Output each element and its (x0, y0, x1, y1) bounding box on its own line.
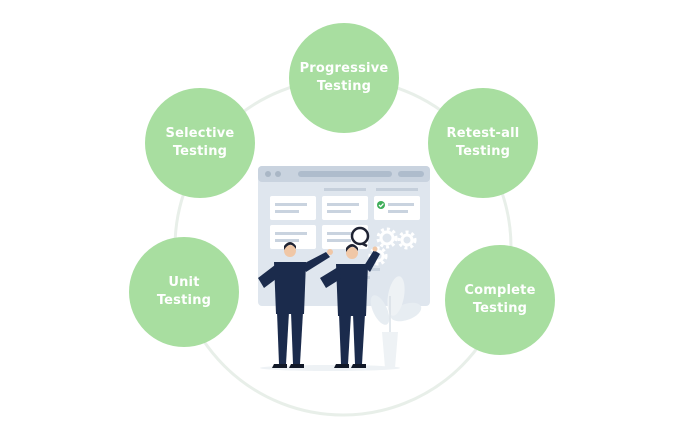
content-card (322, 196, 368, 220)
window-dot-icon (275, 171, 281, 177)
node-label: Retest-all Testing (446, 126, 520, 159)
businessman-pointing (258, 242, 333, 368)
node-label: Complete Testing (464, 283, 536, 316)
window-dot-icon (265, 171, 271, 177)
content-card (270, 225, 316, 249)
potted-plant (370, 276, 422, 368)
node-label: Unit Testing (156, 275, 212, 308)
businessman-magnifier (320, 226, 380, 368)
content-card (270, 196, 316, 220)
magnifier-icon (350, 226, 370, 248)
node-label: Progressive Testing (299, 61, 389, 94)
node-selective-testing: Selective Testing (145, 88, 255, 198)
node-complete-testing: Complete Testing (445, 245, 555, 355)
gear-icon (397, 230, 417, 250)
content-card (374, 196, 420, 220)
node-retest-all-testing: Retest-all Testing (428, 88, 538, 198)
check-icon (377, 201, 385, 209)
node-progressive-testing: Progressive Testing (289, 23, 399, 133)
node-label: Selective Testing (165, 126, 235, 159)
node-unit-testing: Unit Testing (129, 237, 239, 347)
gear-icon (376, 227, 398, 249)
